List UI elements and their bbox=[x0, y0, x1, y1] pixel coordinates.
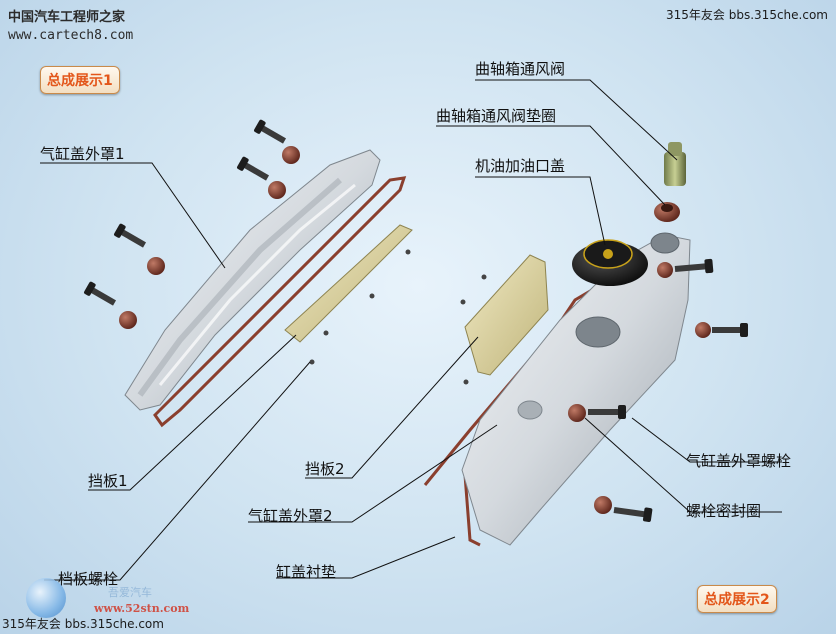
label-pcv-valve-washer: 曲轴箱通风阀垫圈 bbox=[436, 105, 556, 126]
site-logo-52stn: 吾爱汽车 www.52stn.com bbox=[26, 576, 186, 620]
logo-cn-text: 吾爱汽车 bbox=[108, 584, 152, 600]
label-baffle-2: 挡板2 bbox=[305, 458, 345, 479]
label-cover-bolt: 气缸盖外罩螺栓 bbox=[686, 450, 791, 471]
cylinder-head-cover-2 bbox=[462, 233, 690, 545]
label-baffle-1: 挡板1 bbox=[88, 470, 128, 491]
label-bolt-seal: 螺栓密封圈 bbox=[686, 500, 761, 521]
label-cover-2: 气缸盖外罩2 bbox=[248, 505, 333, 526]
watermark-315che-bottom: 315年友会 bbs.315che.com bbox=[2, 615, 164, 632]
label-pcv-valve: 曲轴箱通风阀 bbox=[475, 58, 565, 79]
label-oil-filler-cap: 机油加油口盖 bbox=[475, 155, 565, 176]
logo-url-text: www.52stn.com bbox=[94, 602, 189, 615]
logo-globe-icon bbox=[26, 578, 66, 618]
label-cover-1: 气缸盖外罩1 bbox=[40, 143, 125, 164]
pcv-valve-washer bbox=[654, 202, 680, 222]
pcv-valve bbox=[664, 142, 686, 186]
label-gasket: 缸盖衬垫 bbox=[276, 561, 336, 582]
oil-filler-cap bbox=[572, 240, 648, 286]
